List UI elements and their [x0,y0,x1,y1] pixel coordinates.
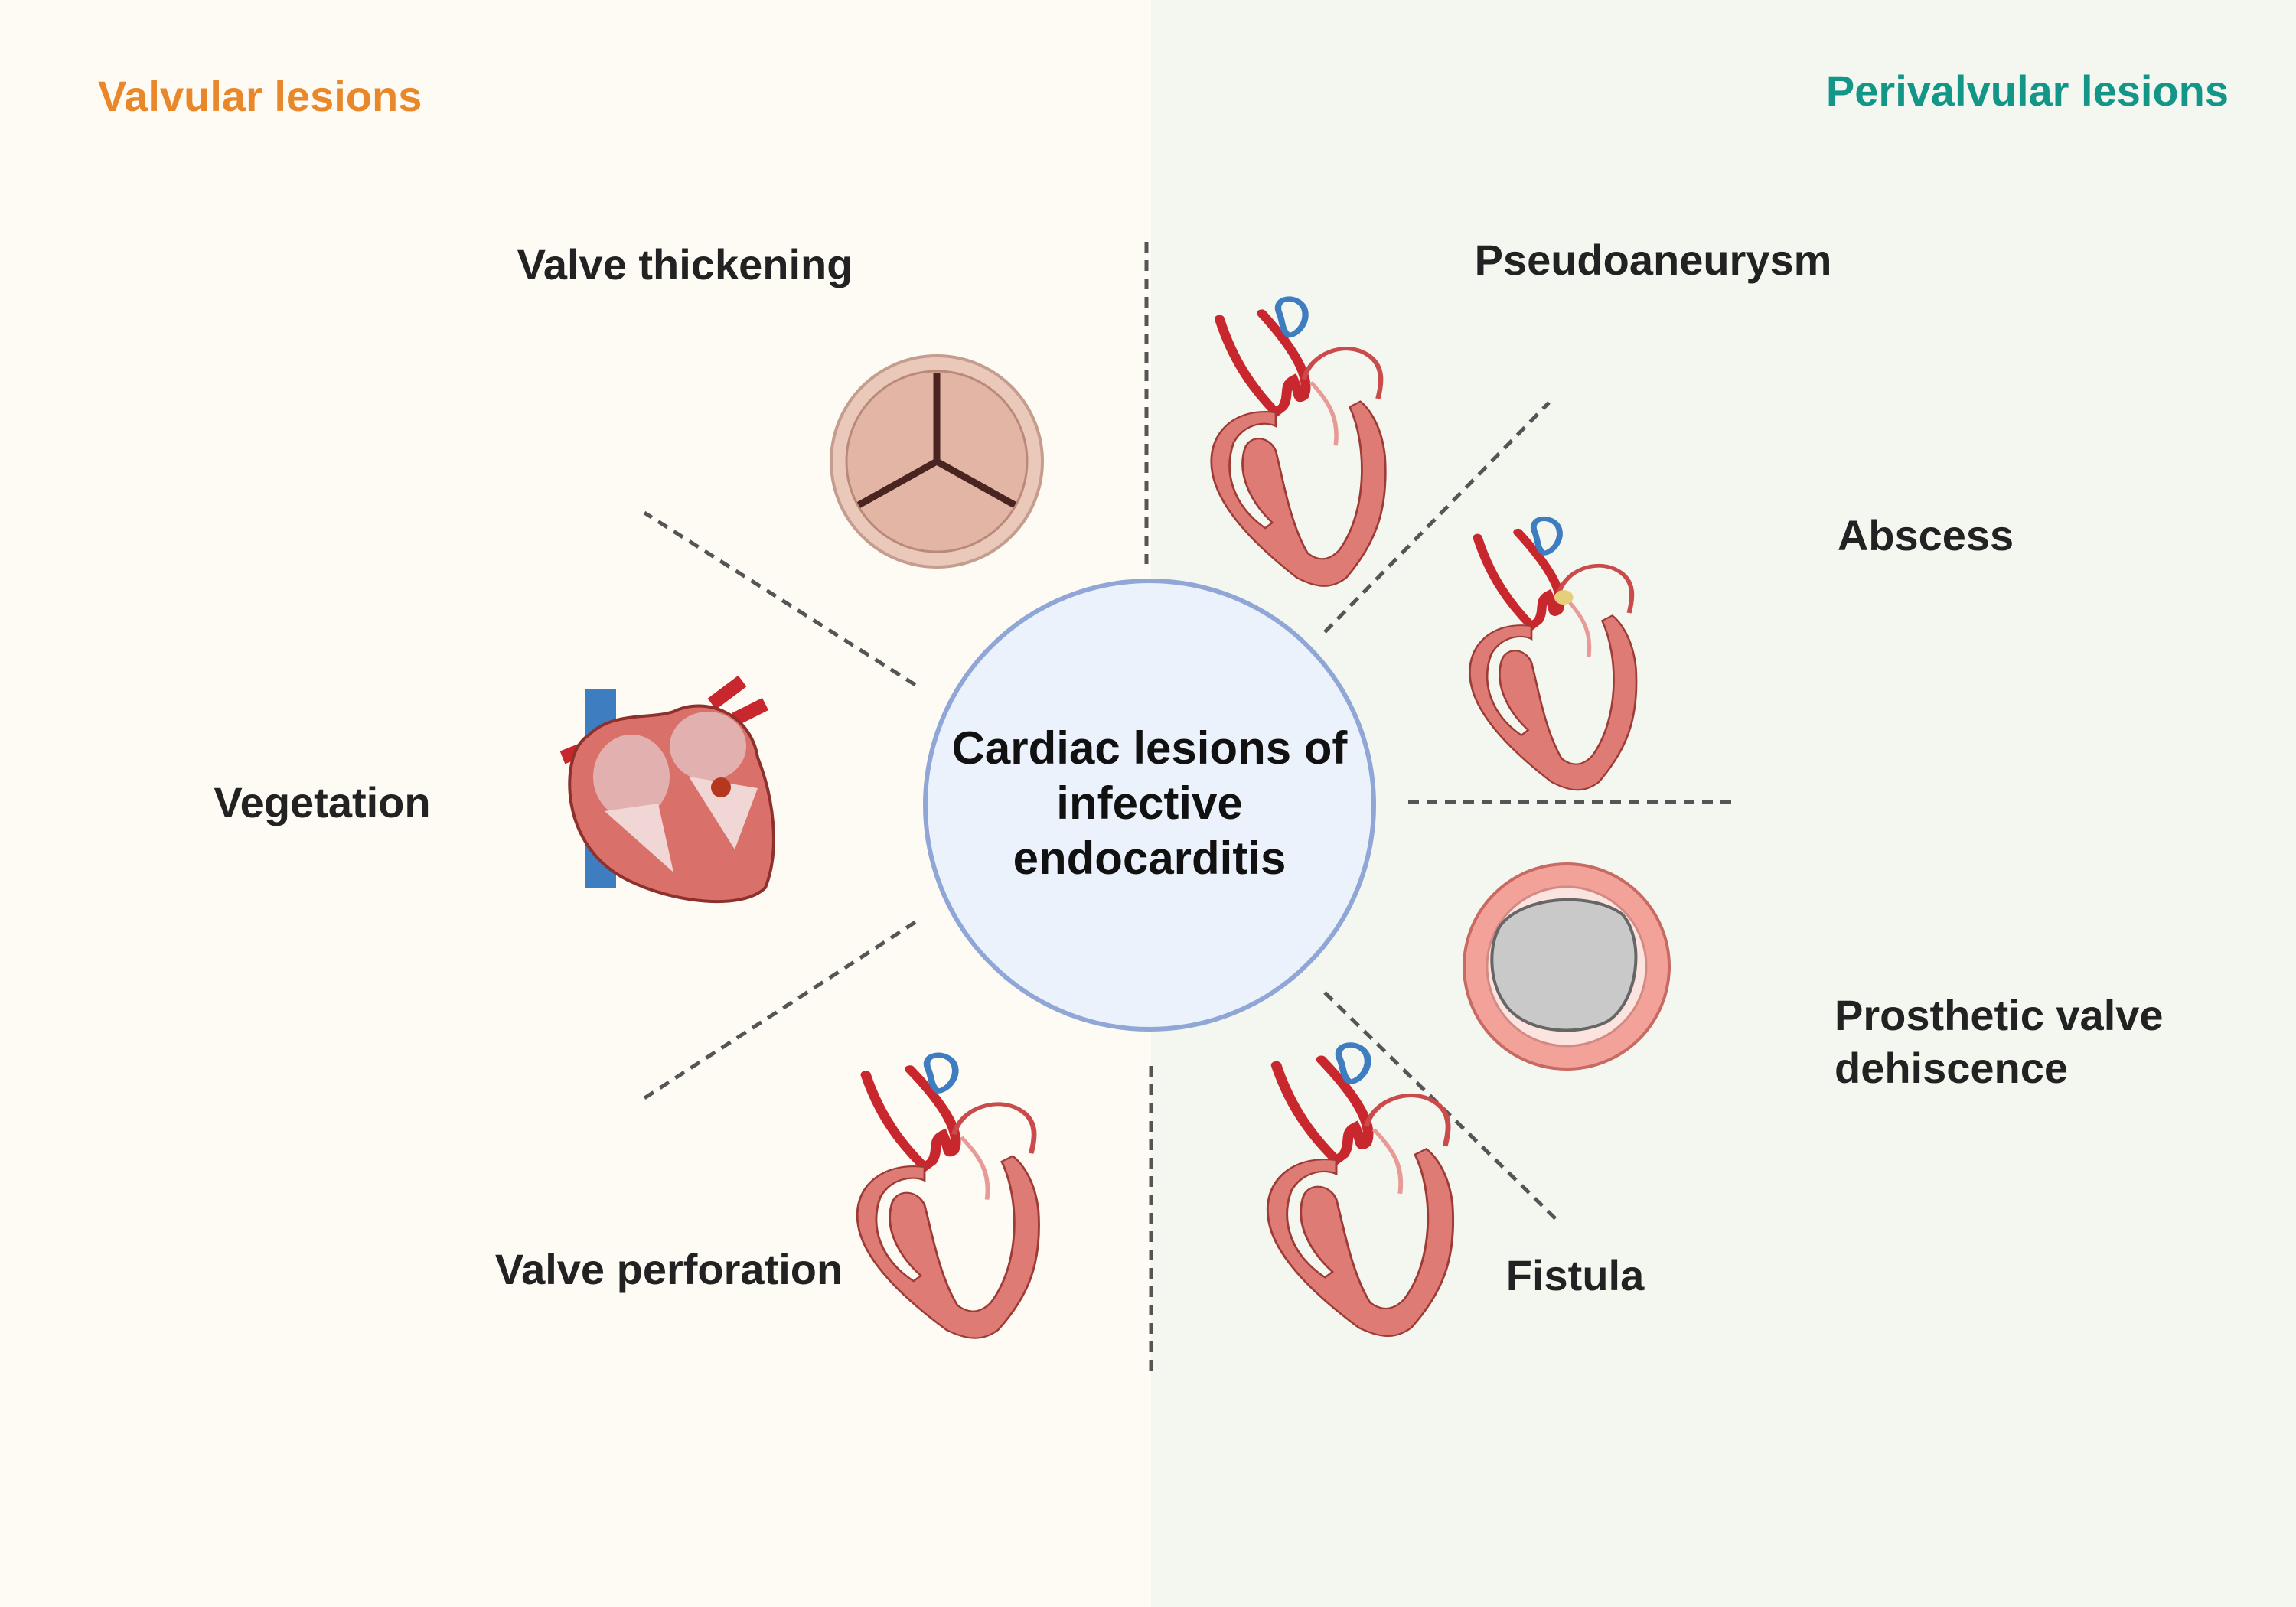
label-valve-perforation: Valve perforation [495,1245,843,1293]
center-circle [923,579,1376,1032]
label-valve-thickening: Valve thickening [517,240,853,288]
label-pseudoaneurysm: Pseudoaneurysm [1475,236,1832,284]
vegetation-mass [711,777,731,797]
center-title-line1: Cardiac lesions of [952,722,1349,774]
valvular-lesions-title: Valvular lesions [98,72,422,120]
connector-lines [643,242,1732,1376]
prosthetic-valve-icon [1463,862,1671,1071]
label-abscess: Abscess [1838,511,2014,559]
label-prosthetic-line2: dehiscence [1835,1044,2068,1092]
center-title-line2: infective [1056,777,1242,829]
label-vegetation: Vegetation [214,778,430,826]
center-title-line3: endocarditis [1013,833,1287,884]
label-prosthetic-line1: Prosthetic valve [1835,991,2164,1039]
connector-pseudoaneurysm [1323,401,1551,634]
perivalvular-lesions-title: Perivalvular lesions [1826,67,2229,115]
vegetation-heart-icon [559,675,775,904]
thickened-valve-icon [830,354,1044,569]
abscess-heart-icon [1469,519,1636,790]
connector-valve-thickening [643,510,917,687]
label-fistula: Fistula [1506,1251,1645,1299]
